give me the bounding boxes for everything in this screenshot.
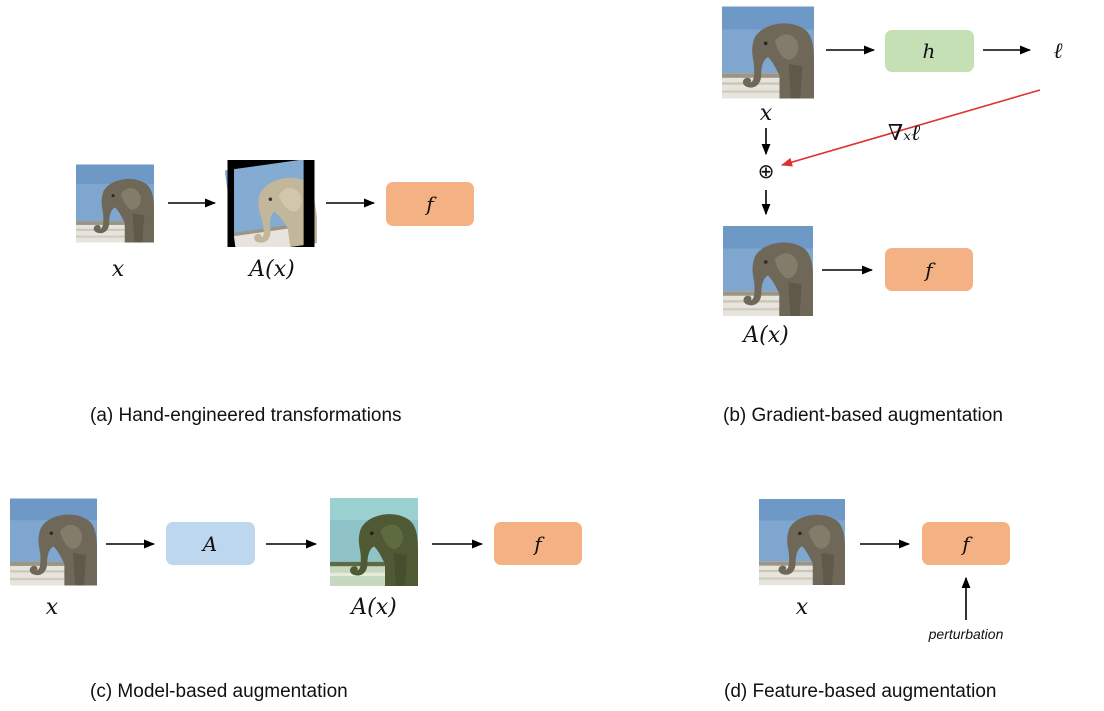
helper-label: h	[923, 39, 936, 63]
augmented-label: A(x)	[349, 595, 396, 620]
augmented-image	[225, 160, 317, 247]
generator-a-box	[166, 522, 255, 565]
panel-a: x A(x) f (a) Hand-engineered transformat…	[76, 160, 474, 426]
input-label: x	[112, 257, 125, 282]
input-image	[722, 6, 814, 99]
combine-symbol: ⊕	[758, 159, 775, 183]
gradient-label: ∇ₓℓ	[888, 121, 921, 146]
augmented-image	[723, 226, 813, 316]
input-image	[10, 498, 97, 586]
caption-b: (b) Gradient-based augmentation	[723, 405, 1003, 426]
caption-a: (a) Hand-engineered transformations	[90, 405, 402, 426]
augmented-label: A(x)	[247, 257, 294, 282]
generator-label: A	[201, 532, 217, 556]
caption-c: (c) Model-based augmentation	[90, 681, 348, 702]
input-label: x	[796, 595, 809, 620]
model-f-box	[922, 522, 1010, 565]
panel-b: h ℓ x ⊕ ∇ₓℓ A(x) f (b) Gradient-based au…	[722, 6, 1063, 426]
input-image	[759, 499, 845, 585]
caption-d: (d) Feature-based augmentation	[724, 681, 997, 702]
loss-label: ℓ	[1053, 39, 1063, 64]
gradient-arrow	[780, 89, 1041, 167]
input-label: x	[46, 595, 59, 620]
model-f-box	[386, 182, 474, 226]
helper-h-box	[885, 30, 974, 72]
panel-d: x f perturbation (d) Feature-based augme…	[724, 499, 1010, 702]
perturbation-label: perturbation	[928, 626, 1004, 642]
augmented-label: A(x)	[741, 323, 788, 348]
augmented-image	[330, 498, 418, 586]
panel-c: x A A(x) f (c) Model-based augmentation	[10, 498, 582, 702]
model-f-box	[494, 522, 582, 565]
model-f-box	[885, 248, 973, 291]
input-label: x	[760, 101, 773, 126]
input-image	[76, 164, 154, 243]
